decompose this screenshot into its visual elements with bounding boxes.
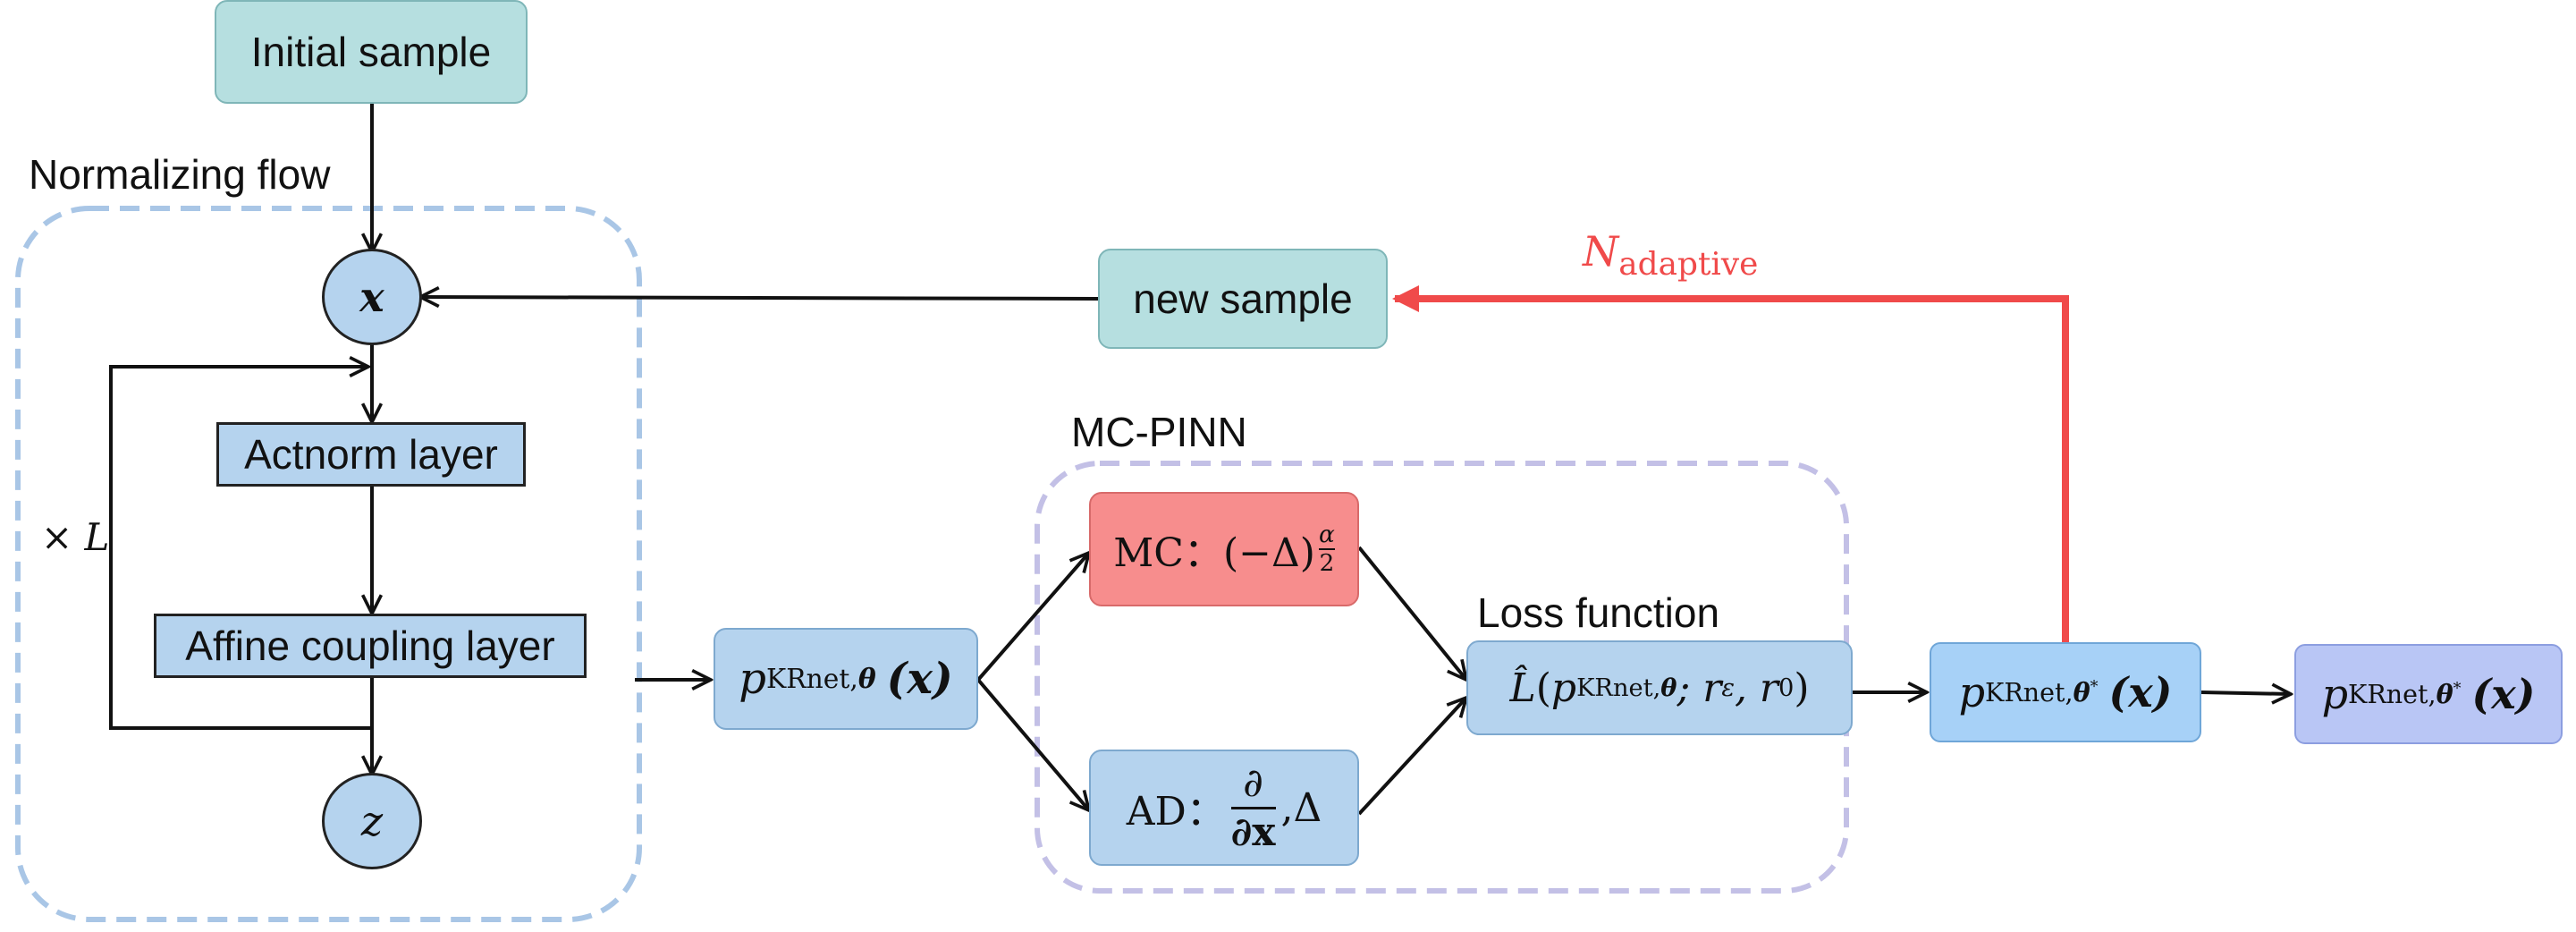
p-theta-arg: (x) [886,654,953,704]
n-adaptive-sub: adaptive [1618,246,1759,284]
p-theta-sub: KRnet,θ [766,663,876,695]
initial-sample-text: Initial sample [250,29,492,75]
arrow-p-theta-to-ad [976,678,1089,810]
ad-prefix: AD： [1126,789,1226,835]
loop-arrow [109,367,372,730]
actnorm-layer-box: Actnorm layer [216,422,526,487]
arrow-ad-to-loss [1357,698,1466,816]
new-sample-box: new sample [1098,249,1388,349]
p-final-sub: KRnet,θ* [2348,679,2462,709]
affine-coupling-layer-text: Affine coupling layer [185,623,555,669]
p-final-arg: (x) [2471,670,2536,718]
x-node-text: x [359,273,384,321]
mc-pinn-group [1035,461,1849,894]
arrow-new-sample-to-x [420,297,1099,299]
z-node-text: z [360,797,384,845]
z-node: z [322,773,422,869]
normalizing-flow-group [15,206,642,922]
normalizing-flow-label: Normalizing flow [29,151,331,198]
p-star-arg: (x) [2108,668,2173,716]
times-l-label: × L [41,515,110,559]
feedback-arrow [1392,285,2069,642]
arrow-p-star-to-final [2200,692,2291,694]
p-theta-p: p [739,654,767,704]
x-node: x [322,249,422,345]
arrow-mc-to-loss [1357,546,1466,680]
loss-l-hat: L̂ [1509,665,1536,711]
mc-pinn-label: MC-PINN [1071,409,1247,455]
loss-function-label: Loss function [1477,589,1720,636]
n-adaptive-n: N [1583,227,1619,275]
initial-sample-box: Initial sample [215,0,528,104]
new-sample-text: new sample [1133,275,1353,322]
ad-fraction: ∂∂x [1230,759,1276,855]
arrow-p-theta-to-mc [976,553,1089,682]
p-star-sub: KRnet,θ* [1985,677,2099,707]
mc-prefix: MC：(−Δ) [1113,530,1315,576]
actnorm-layer-text: Actnorm layer [244,431,498,478]
ad-derivative-box: AD： ∂∂x ,Δ [1089,750,1359,866]
loss-p-sub: KRnet,θ [1576,674,1677,702]
ad-suffix: ,Δ [1280,784,1322,831]
n-adaptive-label: Nadaptive [1583,227,1758,283]
affine-coupling-layer-box: Affine coupling layer [154,614,587,678]
